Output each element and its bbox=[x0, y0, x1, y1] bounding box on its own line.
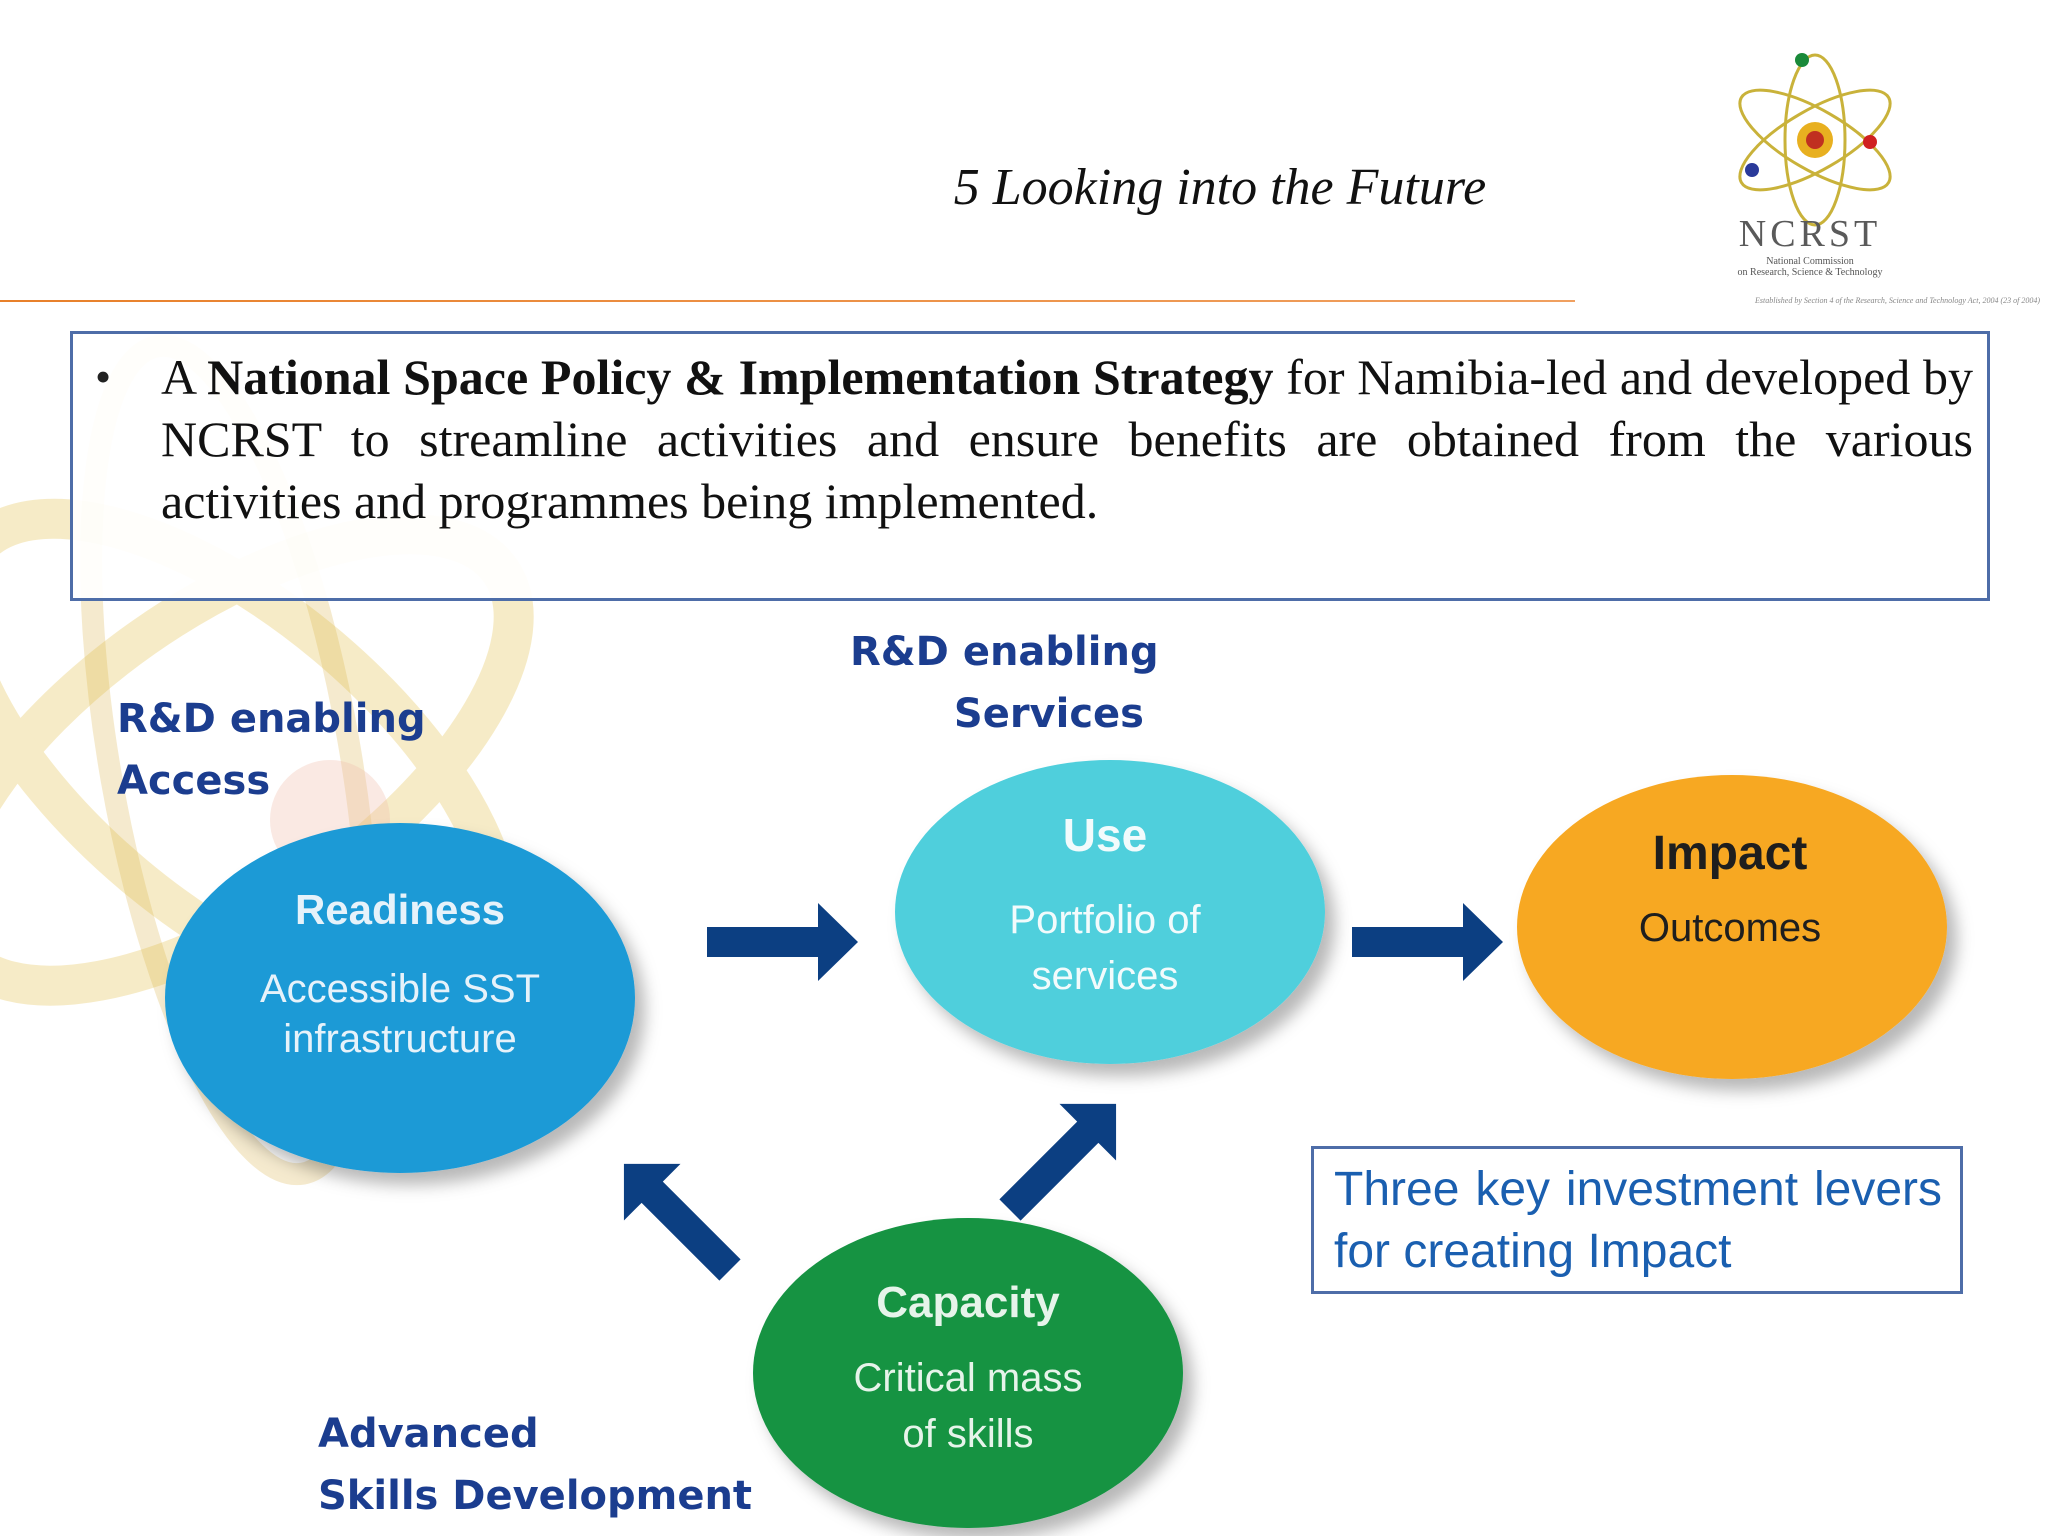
investment-levers-box: Three key investment levers for creating… bbox=[1311, 1146, 1963, 1294]
label-advanced-skills: Advanced Skills Development bbox=[318, 1411, 753, 1519]
arrow-use-to-impact bbox=[1352, 903, 1503, 981]
arrow-capacity-to-use bbox=[999, 1103, 1117, 1221]
use-circle bbox=[895, 760, 1325, 1064]
readiness-title: Readiness bbox=[294, 886, 506, 933]
logo-established-text: Established by Section 4 of the Research… bbox=[1755, 296, 2040, 305]
impact-circle bbox=[1517, 775, 1947, 1079]
use-title: Use bbox=[1062, 809, 1148, 861]
bullet: • bbox=[95, 351, 112, 402]
impact-line1: Outcomes bbox=[1638, 906, 1822, 950]
logo-name: NCRST bbox=[1738, 213, 1882, 255]
impact-text: Impact Outcomes bbox=[1530, 826, 1930, 953]
capacity-title: Capacity bbox=[876, 1278, 1060, 1327]
label-rd-services: R&D enabling Services bbox=[850, 629, 1159, 737]
header-divider bbox=[0, 300, 1575, 302]
use-line2: services bbox=[1031, 954, 1179, 998]
logo-subtitle: National Commission on Research, Science… bbox=[1737, 256, 1883, 278]
capacity-line2: of skills bbox=[902, 1412, 1034, 1456]
readiness-circle bbox=[165, 823, 635, 1173]
label-rd-access: R&D enabling Access bbox=[117, 696, 426, 804]
capacity-circle bbox=[753, 1218, 1183, 1528]
use-text: Use Portfolio of services bbox=[905, 808, 1305, 1004]
use-line1: Portfolio of bbox=[1009, 898, 1201, 942]
capacity-line1: Critical mass bbox=[853, 1356, 1083, 1400]
arrow-capacity-to-readiness bbox=[623, 1163, 741, 1281]
arrow-readiness-to-use bbox=[707, 903, 858, 981]
readiness-line2: infrastructure bbox=[283, 1017, 517, 1061]
capacity-text: Capacity Critical mass of skills bbox=[768, 1278, 1168, 1462]
policy-box: • A National Space Policy & Implementati… bbox=[70, 331, 1990, 601]
policy-text: A National Space Policy & Implementation… bbox=[161, 349, 1973, 529]
page-title: 5 Looking into the Future bbox=[953, 159, 1487, 216]
readiness-line1: Accessible SST bbox=[259, 967, 541, 1011]
readiness-text: Readiness Accessible SST infrastructure bbox=[190, 886, 610, 1064]
ncrst-logo bbox=[1738, 53, 1892, 227]
impact-title: Impact bbox=[1652, 827, 1808, 880]
investment-levers-text: Three key investment levers for creating… bbox=[1334, 1163, 1942, 1278]
